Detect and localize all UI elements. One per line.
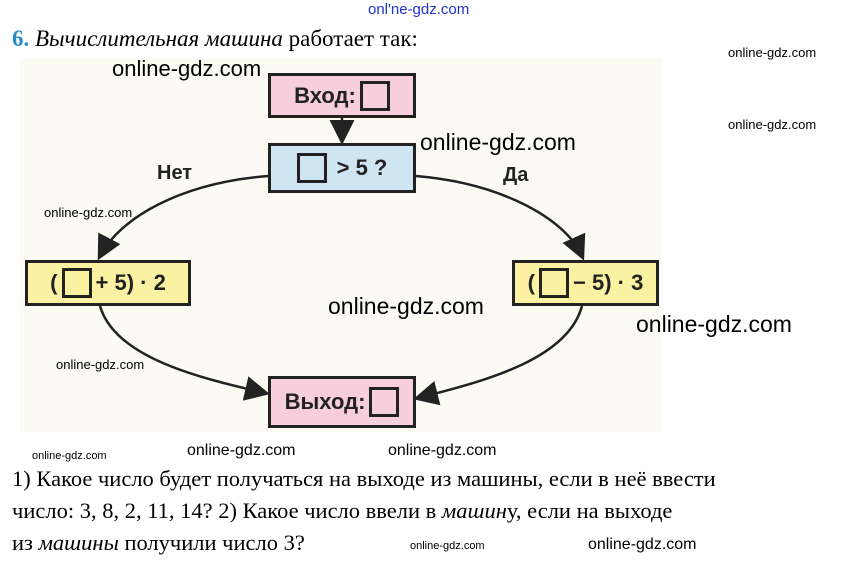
exercise-number: 6. bbox=[12, 26, 30, 51]
output-label: Выход: bbox=[284, 389, 366, 414]
watermark: online-gdz.com bbox=[636, 311, 792, 337]
title-italic: Вычислительная машина bbox=[35, 26, 283, 51]
output-box: Выход: bbox=[268, 376, 416, 428]
watermark: online-gdz.com bbox=[44, 205, 133, 220]
watermark: online-gdz.com bbox=[728, 45, 817, 60]
output-square bbox=[369, 387, 400, 417]
watermark: online-gdz.com bbox=[328, 293, 484, 319]
condition-box: > 5 ? bbox=[268, 143, 416, 193]
flowchart-arrows bbox=[97, 118, 586, 406]
question-line-3: из машины получили число 3? bbox=[12, 530, 305, 555]
condition-label: > 5 ? bbox=[336, 155, 388, 180]
left-expression: + 5) · 2 bbox=[95, 270, 166, 295]
yes-label: Да bbox=[503, 164, 529, 186]
watermark: online-gdz.com bbox=[410, 540, 485, 552]
right-square bbox=[539, 268, 569, 298]
flowchart: Вход: > 5 ? Нет Да ( + 5) · 2 ( − 5) · 3 В… bbox=[20, 58, 662, 432]
yes-branch-box: ( − 5) · 3 bbox=[512, 260, 659, 306]
arrow-right-output bbox=[413, 305, 584, 406]
paren: ( bbox=[50, 270, 58, 295]
input-label: Вход: bbox=[294, 82, 356, 108]
exercise-title: 6. Вычислительная машина работает так: bbox=[12, 26, 418, 51]
watermark: online-gdz.com bbox=[388, 442, 497, 459]
arrow-no bbox=[97, 174, 269, 261]
title-rest: работает так: bbox=[282, 26, 418, 51]
no-label: Нет bbox=[157, 162, 193, 184]
left-square bbox=[61, 268, 92, 298]
arrow-yes bbox=[415, 174, 586, 261]
no-branch-box: ( + 5) · 2 bbox=[25, 260, 191, 306]
watermark: online-gdz.com bbox=[588, 536, 697, 553]
arrow-left-output bbox=[98, 305, 270, 401]
watermark: online-gdz.com bbox=[187, 442, 296, 459]
watermark: online-gdz.com bbox=[32, 450, 107, 462]
watermark: online-gdz.com bbox=[56, 357, 145, 372]
input-square bbox=[359, 80, 390, 111]
input-box: Вход: bbox=[268, 73, 416, 118]
right-expression: − 5) · 3 bbox=[573, 270, 644, 295]
watermark: online-gdz.com bbox=[728, 117, 817, 132]
condition-square bbox=[296, 153, 327, 183]
watermark: online-gdz.com bbox=[420, 129, 576, 155]
question-line-1: 1) Какое число будет получаться на выход… bbox=[12, 466, 716, 491]
question-line-2: число: 3, 8, 2, 11, 14? 2) Какое число в… bbox=[12, 498, 673, 523]
paren: ( bbox=[527, 270, 535, 295]
watermark: onl'ne-gdz.com bbox=[368, 1, 470, 18]
watermark: online-gdz.com bbox=[112, 56, 262, 81]
